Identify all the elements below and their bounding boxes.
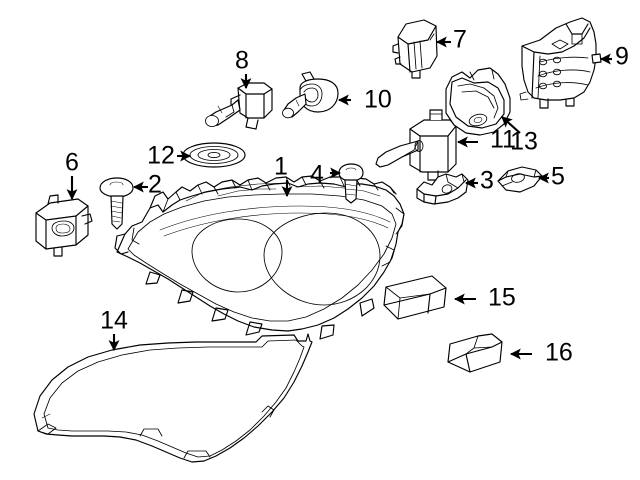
part-mounting-screw-large <box>99 177 134 230</box>
callout-label-5: 5 <box>551 163 565 191</box>
part-mounting-screw-small <box>338 163 364 204</box>
callout-label-2: 2 <box>148 171 162 199</box>
callout-label-9: 9 <box>615 43 629 71</box>
part-led-module-block <box>447 333 503 373</box>
part-igniter-bulb-socket <box>375 109 457 181</box>
callout-label-11: 11 <box>490 126 516 154</box>
callout-label-10: 10 <box>364 86 392 114</box>
part-headlamp-assembly <box>114 175 405 340</box>
part-ballast-control-unit <box>383 275 447 320</box>
callout-label-15: 15 <box>488 284 516 312</box>
callout-label-6: 6 <box>65 149 79 177</box>
callout-label-14: 14 <box>100 307 128 335</box>
callout-label-8: 8 <box>235 47 249 75</box>
part-headlamp-bracket <box>519 17 602 109</box>
part-bulb-cover-cap <box>445 67 511 136</box>
callout-label-7: 7 <box>453 26 467 54</box>
part-retainer-plate-nut <box>497 166 543 193</box>
callout-label-12: 12 <box>147 142 175 170</box>
part-xenon-bulb <box>282 71 339 119</box>
callout-label-13: 13 <box>510 128 538 156</box>
callout-label-4: 4 <box>310 161 324 189</box>
part-mounting-bracket <box>416 173 469 205</box>
part-bulb-access-cover <box>392 19 438 79</box>
part-control-module <box>35 194 93 257</box>
part-halogen-bulb <box>205 82 273 130</box>
callout-label-1: 1 <box>274 153 288 181</box>
part-sealing-gasket-ring <box>182 142 246 168</box>
callout-number-labels: 1 2 3 4 5 6 7 8 9 10 11 12 13 14 15 16 <box>65 26 629 367</box>
callout-label-16: 16 <box>545 339 573 367</box>
callout-label-3: 3 <box>480 167 494 195</box>
callout-leaders <box>66 36 612 360</box>
part-headlamp-lens-cover <box>33 333 313 463</box>
